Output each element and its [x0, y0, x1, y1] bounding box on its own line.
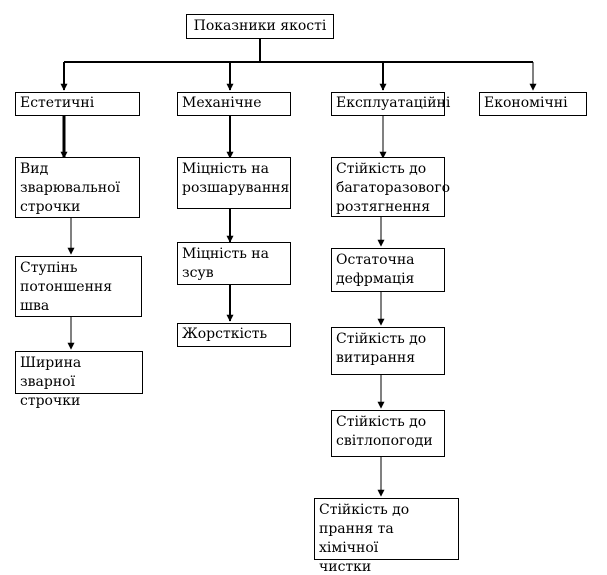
mechanical-item-3: Жорсткість [177, 323, 291, 347]
category-mechanical: Механічне [177, 92, 291, 116]
category-economic: Економічні [479, 92, 587, 116]
mechanical-item-1: Міцність на розшарування [177, 157, 291, 209]
category-esthetic: Естетичні [15, 92, 140, 116]
root-node: Показники якості [186, 14, 334, 39]
operational-item-4: Стійкість до світлопогоди [331, 410, 445, 457]
category-operational: Експлуатаційні [331, 92, 450, 116]
operational-item-2: Остаточна дефрмація [331, 248, 445, 292]
esthetic-item-3: Ширина зварної строчки [15, 351, 143, 409]
esthetic-item-2: Ступінь потоншення шва [15, 256, 142, 317]
mechanical-item-2: Міцність на зсув [177, 242, 291, 285]
operational-item-3: Стійкість до витирання [331, 327, 445, 375]
esthetic-item-1: Вид зварювальної строчки [15, 157, 140, 218]
operational-item-5: Стійкість до прання та хімічної чистки [314, 498, 459, 575]
operational-item-1: Стійкість до багаторазового розтягнення [331, 157, 450, 217]
